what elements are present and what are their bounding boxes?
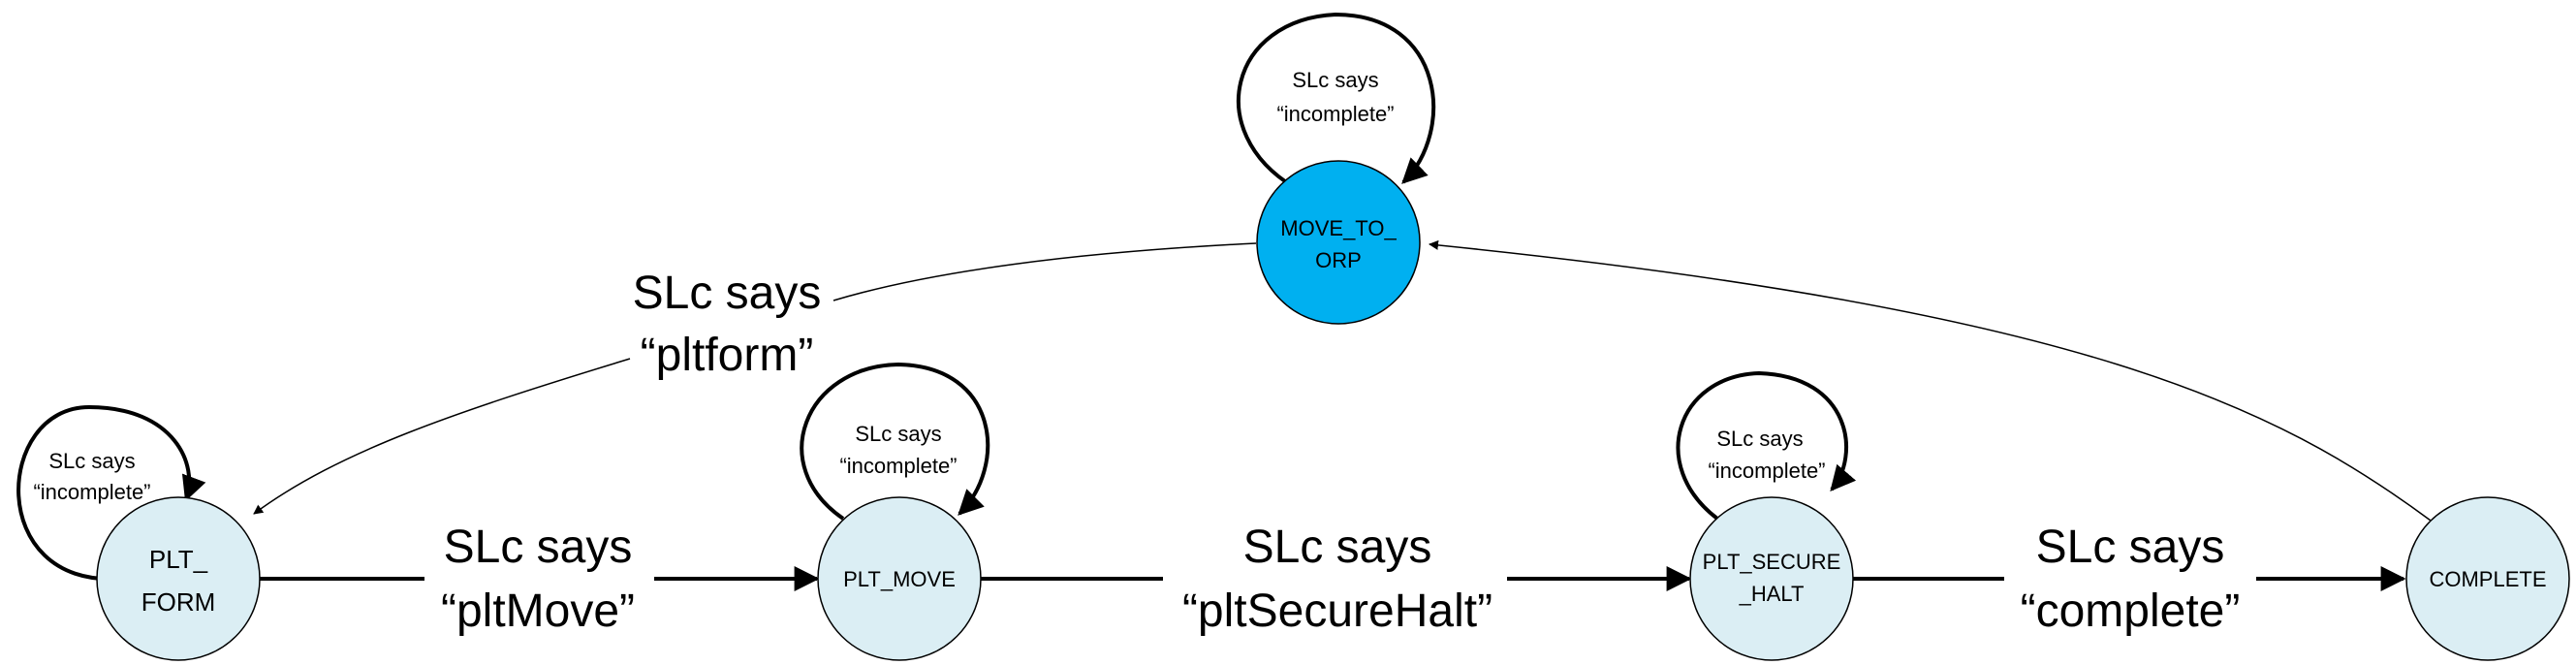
transition-halt-to-complete: SLc says “complete” bbox=[1853, 522, 2406, 637]
state-label-line1: PLT_ bbox=[149, 545, 208, 574]
state-circle bbox=[817, 496, 982, 661]
self-loop-label-line1: SLc says bbox=[48, 449, 135, 473]
self-loop-label-line1: SLc says bbox=[1292, 68, 1378, 92]
transition-orp-to-form: SLc says “pltform” bbox=[253, 242, 1257, 515]
state-label-line2: FORM bbox=[141, 587, 216, 617]
state-label: COMPLETE bbox=[2429, 567, 2546, 591]
transition-label-line1: SLc says bbox=[2036, 522, 2225, 573]
state-complete: COMPLETE bbox=[2405, 496, 2570, 661]
self-loop-plt-secure-halt: SLc says “incomplete” bbox=[1676, 370, 1857, 521]
self-loop-label-line1: SLc says bbox=[855, 422, 941, 446]
transition-move-to-halt: SLc says “pltSecureHalt” bbox=[981, 522, 1692, 637]
transition-label-line1: SLc says bbox=[633, 268, 822, 319]
state-circle bbox=[96, 496, 261, 661]
state-plt-secure-halt: PLT_SECURE _HALT bbox=[1689, 496, 1854, 661]
state-label-line2: ORP bbox=[1315, 248, 1362, 272]
transition-form-to-move: SLc says “pltMove” bbox=[260, 522, 820, 637]
transition-label-line1: SLc says bbox=[444, 522, 633, 573]
state-label-line2: _HALT bbox=[1739, 582, 1805, 606]
self-loop-label-line2: “incomplete” bbox=[1276, 102, 1394, 126]
state-label-line1: PLT_SECURE bbox=[1703, 550, 1841, 574]
state-plt-form: PLT_ FORM bbox=[96, 496, 261, 661]
self-loop-label-line2: “incomplete” bbox=[839, 454, 957, 478]
state-circle bbox=[1689, 496, 1854, 661]
self-loop-label-line2: “incomplete” bbox=[1708, 459, 1825, 483]
state-plt-move: PLT_MOVE bbox=[817, 496, 982, 661]
state-label: PLT_MOVE bbox=[843, 567, 956, 591]
self-loop-label-line2: “incomplete” bbox=[33, 480, 150, 504]
transition-label-line2: “pltform” bbox=[641, 330, 814, 381]
transition-label-line2: “pltSecureHalt” bbox=[1182, 586, 1492, 637]
transition-complete-to-orp bbox=[1429, 239, 2432, 522]
self-loop-move-to-orp: SLc says “incomplete” bbox=[1236, 12, 1436, 189]
transition-label-line1: SLc says bbox=[1243, 522, 1432, 573]
transition-label-line2: “complete” bbox=[2021, 586, 2241, 637]
state-move-to-orp: MOVE_TO_ ORP bbox=[1256, 160, 1421, 325]
self-loop-label-line1: SLc says bbox=[1716, 427, 1803, 451]
state-circle bbox=[1256, 160, 1421, 325]
self-loop-plt-form: SLc says “incomplete” bbox=[16, 404, 206, 582]
state-label-line1: MOVE_TO_ bbox=[1280, 216, 1397, 240]
transition-label-line2: “pltMove” bbox=[441, 586, 635, 637]
self-loop-plt-move: SLc says “incomplete” bbox=[800, 362, 990, 521]
state-circle bbox=[2405, 496, 2570, 661]
